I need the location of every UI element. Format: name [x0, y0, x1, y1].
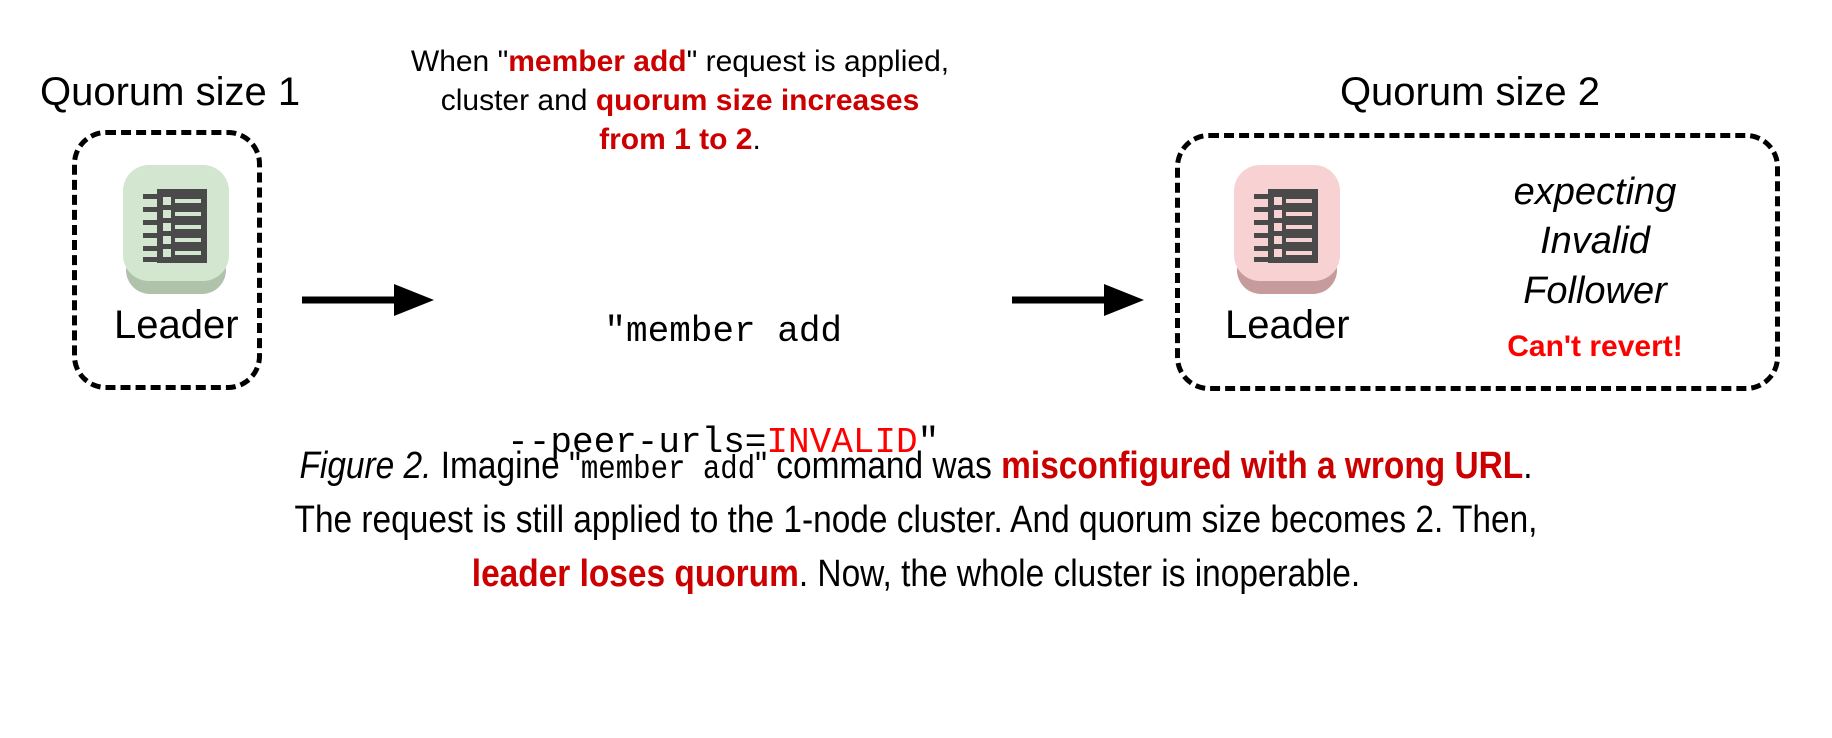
arrow-left-to-command: [302, 284, 434, 316]
top-note-l1-bold: member add: [508, 45, 687, 78]
top-note-l3-post: .: [752, 123, 761, 156]
expecting-invalid-follower-text: expecting Invalid Follower: [1430, 168, 1760, 316]
expecting-line-2: Invalid: [1540, 220, 1650, 263]
top-note-l1-pre: When ": [410, 45, 509, 78]
command-line1: "member add: [604, 310, 843, 352]
server-rack-icon: [143, 189, 208, 263]
right-leader-node: Leader: [1225, 165, 1350, 345]
arrow-command-to-right: [1012, 284, 1144, 316]
top-note-line1: When "member add" request is applied,: [411, 45, 949, 78]
right-node-chip: [1234, 165, 1341, 294]
caption-seg3: .: [1523, 445, 1533, 487]
caption-line-2: The request is still applied to the 1-no…: [294, 498, 1538, 541]
caption-bold-leader-loses-quorum: leader loses quorum: [471, 552, 799, 595]
caption-line-1: Figure 2. Imagine "member add" command w…: [110, 440, 1722, 494]
expecting-line-3: Follower: [1523, 269, 1667, 312]
figure-caption: Figure 2. Imagine "member add" command w…: [110, 440, 1722, 602]
command-line2: --peer-urls=INVALID": [507, 422, 939, 463]
left-cluster-box: [72, 130, 262, 390]
left-cluster-title: Quorum size 1: [40, 70, 301, 114]
caption-seg1: Imagine ": [431, 445, 581, 487]
command-l2-pre: --peer-urls=: [507, 422, 767, 464]
top-note-l2-pre: cluster and: [440, 84, 596, 117]
caption-figure-label: Figure 2.: [299, 445, 432, 487]
top-note-line2: cluster and quorum size increases: [441, 84, 920, 117]
top-note-l3-bold: from 1 to 2: [599, 123, 753, 156]
server-rack-icon: [1254, 189, 1319, 263]
command-invalid-token: INVALID: [766, 422, 918, 464]
command-text: "member add --peer-urls=INVALID": [420, 248, 940, 527]
command-l2-post: ": [917, 422, 940, 464]
top-annotation: When "member add" request is applied, cl…: [400, 42, 960, 159]
cant-revert-warning: Can't revert!: [1507, 330, 1683, 363]
top-note-l2-bold: quorum size increases: [595, 84, 920, 117]
right-cluster-title: Quorum size 2: [1339, 70, 1601, 114]
right-node-label: Leader: [1225, 303, 1350, 347]
top-note-line3: from 1 to 2.: [599, 123, 761, 156]
caption-bold-misconfigured: misconfigured with a wrong URL: [1001, 445, 1524, 487]
caption-seg4: . Now, the whole cluster is inoperable.: [798, 552, 1361, 595]
left-node-chip: [123, 165, 230, 294]
caption-seg2: " command was: [755, 445, 1002, 487]
top-note-l1-post: " request is applied,: [686, 45, 950, 78]
right-cluster-box: [1175, 133, 1780, 391]
left-node-label: Leader: [114, 303, 239, 347]
caption-line-3: leader loses quorum. Now, the whole clus…: [110, 548, 1722, 602]
caption-mono-command: member add: [580, 451, 756, 488]
expecting-line-1: expecting: [1513, 171, 1677, 213]
left-leader-node: Leader: [114, 165, 239, 345]
